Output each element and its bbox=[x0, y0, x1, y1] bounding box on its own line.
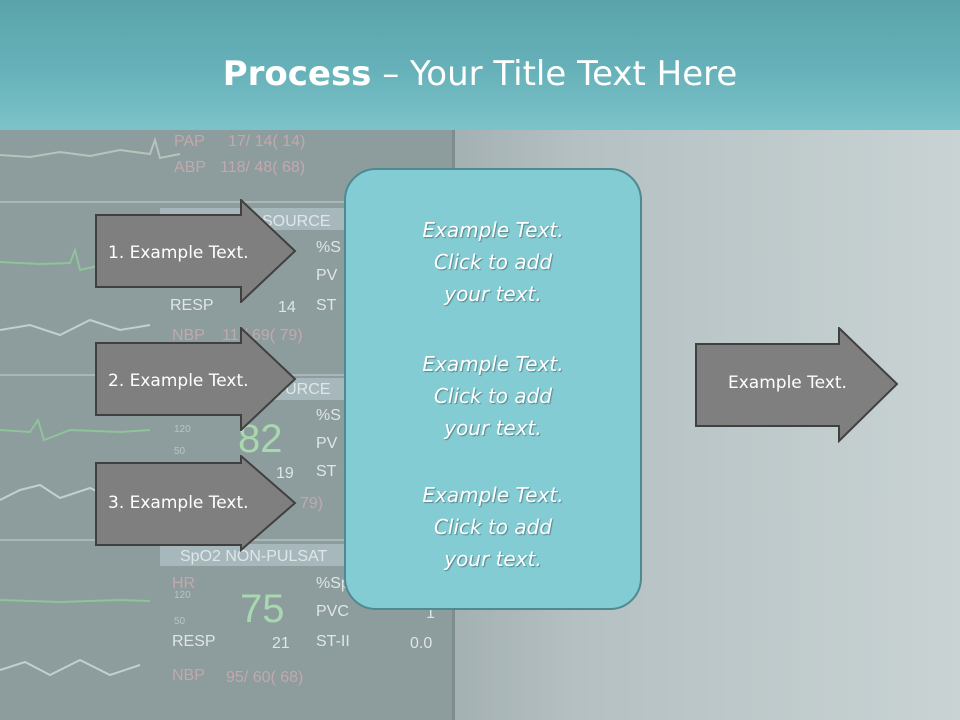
monitor-text: 75 bbox=[240, 587, 285, 631]
left-arrow-3-label: 3. Example Text. bbox=[108, 493, 249, 513]
text-line: Example Text. bbox=[422, 218, 564, 242]
monitor-text: PV bbox=[316, 267, 338, 284]
left-arrow-3[interactable]: 3. Example Text. bbox=[95, 455, 297, 559]
monitor-text: NBP bbox=[172, 327, 205, 344]
text-line: Click to add bbox=[433, 515, 553, 539]
monitor-text: SOURCE bbox=[262, 213, 330, 230]
title-rest: – Your Title Text Here bbox=[371, 54, 738, 94]
monitor-text: %S bbox=[316, 407, 341, 424]
text-block-3: Example Text. Click to add your text. bbox=[346, 479, 640, 575]
slide-title[interactable]: Process – Your Title Text Here bbox=[0, 54, 960, 94]
monitor-text: 120 bbox=[174, 424, 191, 435]
monitor-text: 50 bbox=[174, 446, 186, 457]
left-arrow-1-label: 1. Example Text. bbox=[108, 243, 249, 263]
text-line: your text. bbox=[444, 547, 542, 571]
text-line: Example Text. bbox=[422, 352, 564, 376]
monitor-text: HR bbox=[172, 575, 195, 592]
text-block-2: Example Text. Click to add your text. bbox=[346, 348, 640, 444]
monitor-text: 14 bbox=[278, 299, 296, 316]
monitor-text: 17/ 14( 14) bbox=[228, 133, 305, 150]
monitor-text: RESP bbox=[170, 297, 214, 314]
monitor-text: 21 bbox=[272, 635, 290, 652]
left-arrow-2[interactable]: 2. Example Text. bbox=[95, 327, 297, 431]
text-line: Click to add bbox=[433, 250, 553, 274]
monitor-text: 95/ 60( 68) bbox=[226, 669, 303, 686]
monitor-text: %Sp bbox=[316, 575, 350, 592]
text-line: your text. bbox=[444, 416, 542, 440]
monitor-text: ST bbox=[316, 297, 337, 314]
monitor-text: 118/ 48( 68) bbox=[220, 159, 305, 176]
right-arrow[interactable]: Example Text. bbox=[695, 327, 899, 443]
monitor-text: 1 bbox=[426, 605, 435, 622]
monitor-text: ABP bbox=[174, 159, 206, 176]
title-bar: Process – Your Title Text Here bbox=[0, 0, 960, 130]
monitor-text: SpO2 NON-PULSAT bbox=[180, 548, 328, 565]
title-bold: Process bbox=[222, 54, 372, 94]
monitor-text: PAP bbox=[174, 133, 205, 150]
monitor-text: 19 bbox=[276, 465, 294, 482]
text-block-1: Example Text. Click to add your text. bbox=[346, 214, 640, 310]
text-line: Click to add bbox=[433, 384, 553, 408]
center-text-box[interactable]: Example Text. Click to add your text. Ex… bbox=[344, 168, 642, 610]
monitor-text: PV bbox=[316, 435, 338, 452]
monitor-text: 0.0 bbox=[410, 635, 432, 652]
monitor-text: 50 bbox=[174, 616, 186, 627]
monitor-text: ST bbox=[316, 463, 337, 480]
monitor-text: RESP bbox=[172, 633, 216, 650]
monitor-text: 120 bbox=[174, 590, 191, 601]
left-arrow-1[interactable]: 1. Example Text. bbox=[95, 199, 297, 303]
right-arrow-label: Example Text. bbox=[728, 373, 847, 393]
monitor-text: NBP bbox=[172, 667, 205, 684]
text-line: your text. bbox=[444, 282, 542, 306]
left-arrow-2-label: 2. Example Text. bbox=[108, 371, 249, 391]
monitor-text: PVC bbox=[316, 603, 349, 620]
monitor-text: %S bbox=[316, 239, 341, 256]
text-line: Example Text. bbox=[422, 483, 564, 507]
monitor-text: 79) bbox=[300, 495, 323, 512]
monitor-text: ST-II bbox=[316, 633, 350, 650]
